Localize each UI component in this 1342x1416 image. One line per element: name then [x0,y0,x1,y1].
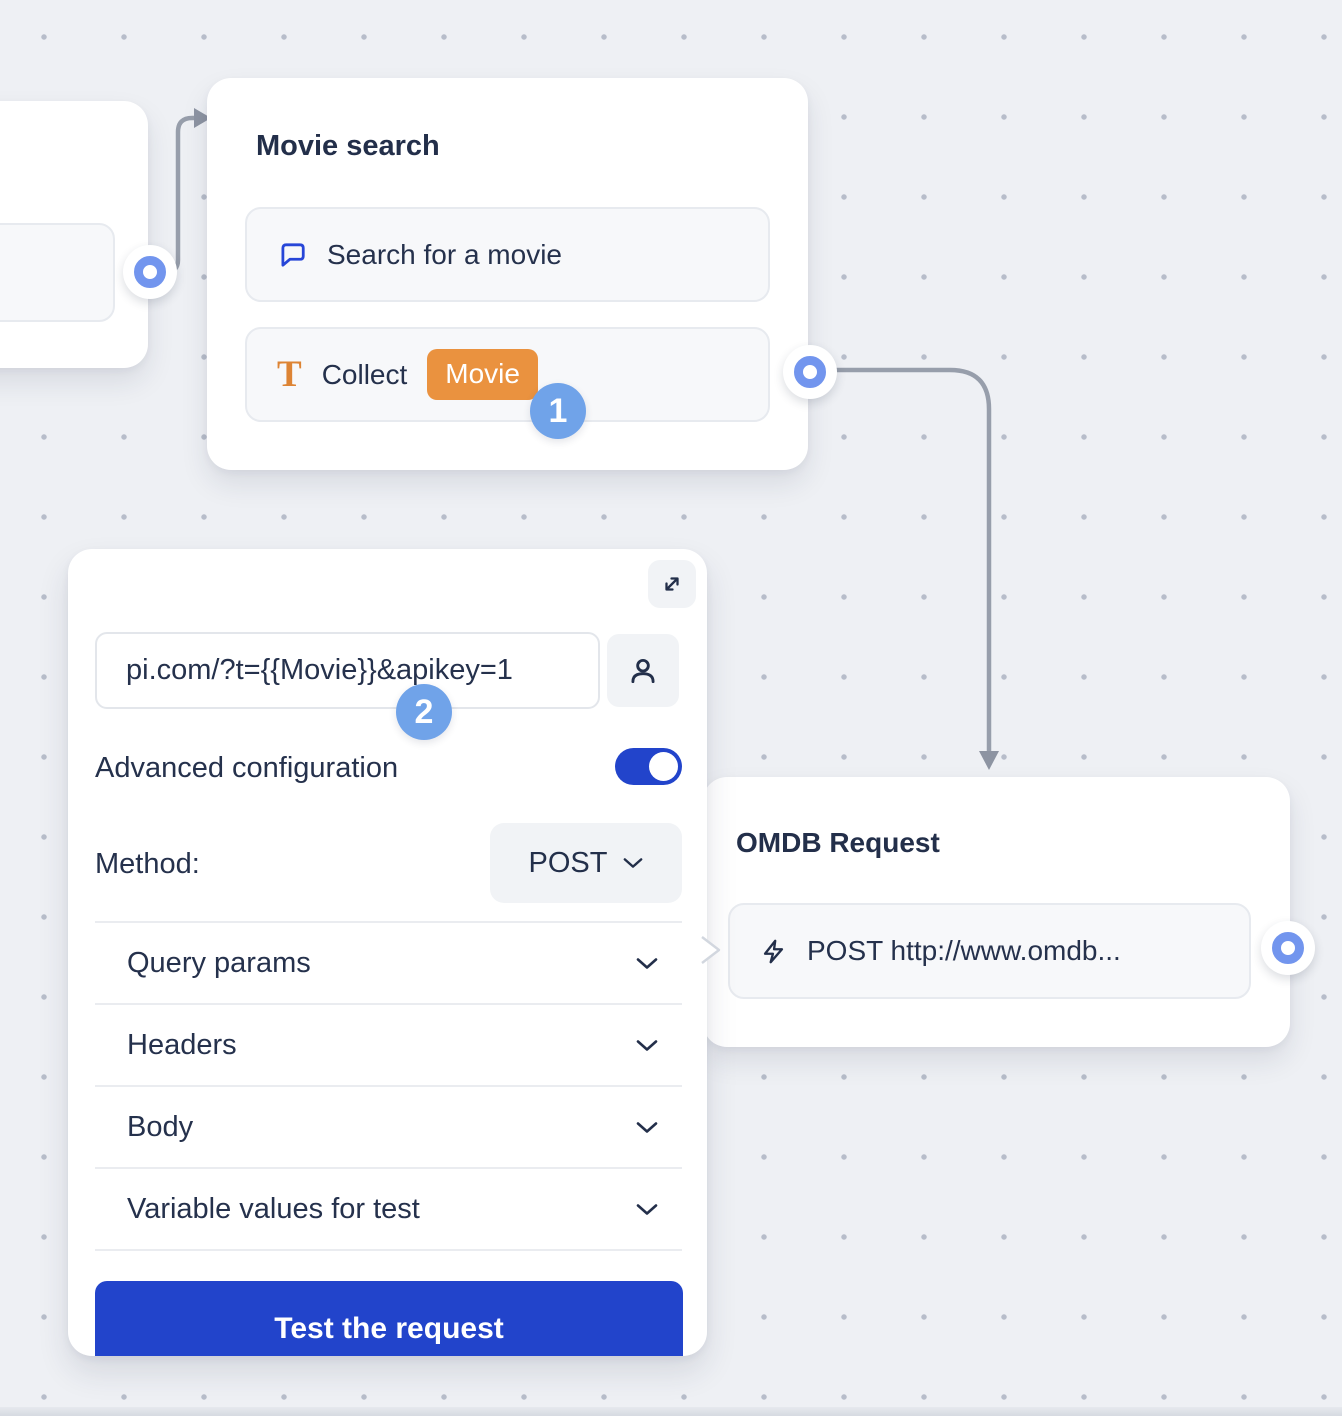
section-variable-values[interactable]: Variable values for test [95,1169,682,1249]
chevron-down-icon [636,1121,658,1134]
chat-bubble-icon [277,240,307,270]
advanced-configuration-label: Advanced configuration [95,752,399,784]
previous-node-card[interactable] [0,101,148,368]
omdb-request-node-card[interactable]: OMDB Request POST http://www.omdb... [703,777,1290,1047]
output-port[interactable] [123,245,177,299]
chevron-down-icon [636,1039,658,1052]
row-input-notch-icon [700,935,724,965]
node-title: OMDB Request [736,827,940,858]
advanced-configuration-toggle[interactable] [615,748,682,785]
movie-search-output-port[interactable] [783,345,837,399]
section-headers[interactable]: Headers [95,1005,682,1085]
step-badge-1: 1 [530,383,586,439]
previous-node-row[interactable] [0,223,115,322]
divider [95,1167,682,1169]
variable-chip[interactable]: Movie [427,349,538,400]
section-label: Headers [127,1028,237,1061]
movie-search-node-card[interactable]: Movie search Search for a movie T Collec… [207,78,808,470]
node-title: Movie search [256,130,440,162]
webhook-block-row[interactable]: POST http://www.omdb... [728,903,1251,999]
divider [95,1003,682,1005]
question-block-row[interactable]: Search for a movie [245,207,770,302]
bottom-edge-band [0,1407,1342,1416]
section-label: Query params [127,946,311,979]
port-dot [134,256,166,288]
section-label: Variable values for test [127,1192,420,1225]
method-select[interactable]: POST [490,823,682,903]
section-query-params[interactable]: Query params [95,923,682,1003]
webhook-editor-panel: pi.com/?t={{Movie}}&apikey=1 Advanced co… [68,549,707,1356]
chevron-down-icon [636,957,658,970]
step-badge-2: 2 [396,684,452,740]
lightning-icon [760,938,787,965]
collect-block-label: Collect [321,358,408,390]
omdb-output-port[interactable] [1261,921,1315,975]
divider [95,1249,682,1251]
toggle-knob [649,752,678,781]
test-request-button[interactable]: Test the request [95,1281,683,1356]
url-input[interactable]: pi.com/?t={{Movie}}&apikey=1 [95,632,600,709]
text-collect-icon: T [277,354,302,395]
collect-block-row[interactable]: T Collect Movie [245,327,770,422]
method-value: POST [528,846,608,879]
section-label: Body [127,1110,194,1143]
person-button[interactable] [607,634,679,707]
expand-button[interactable] [648,560,696,608]
section-body[interactable]: Body [95,1087,682,1167]
chevron-down-icon [623,857,643,869]
webhook-block-label: POST http://www.omdb... [807,935,1121,966]
divider [95,1085,682,1087]
port-dot [794,356,826,388]
chevron-down-icon [636,1203,658,1216]
expand-icon [659,571,685,597]
method-label: Method: [95,848,200,880]
question-block-label: Search for a movie [327,238,562,270]
person-icon [626,654,660,688]
port-dot [1272,932,1304,964]
divider [95,921,682,923]
